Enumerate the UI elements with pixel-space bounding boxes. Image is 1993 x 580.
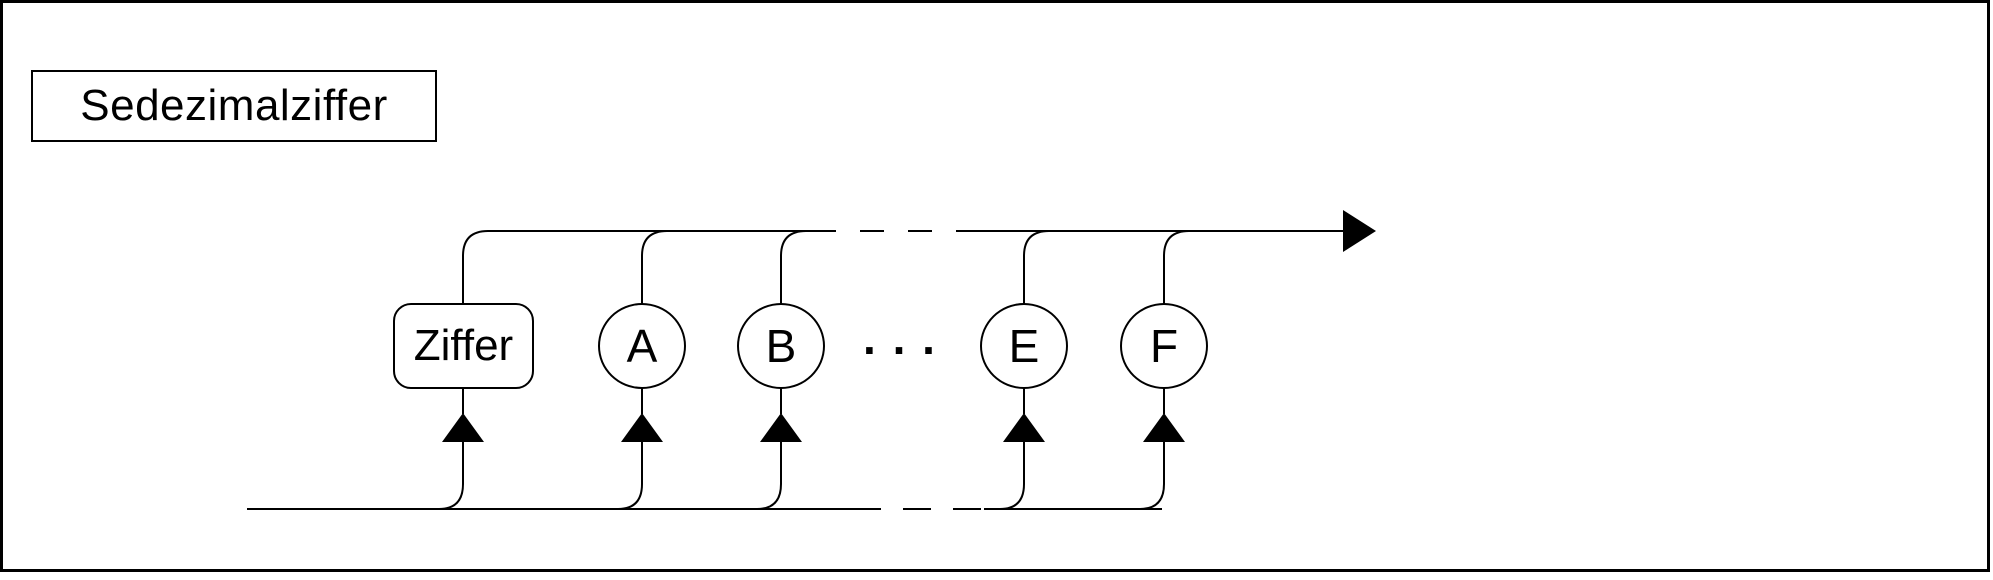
connector-up-f <box>1163 230 1190 304</box>
connector-up-ziffer <box>462 230 489 304</box>
connector-down-a <box>617 388 663 510</box>
node-nonterminal-ziffer: Ziffer <box>393 303 534 389</box>
connector-up-e <box>1023 230 1050 304</box>
node-label: F <box>1149 320 1179 372</box>
ellipsis: . . . <box>863 312 937 364</box>
page-title: Sedezimalziffer <box>80 81 388 130</box>
node-terminal-b: B <box>737 303 825 389</box>
connector-down-ziffer <box>438 388 484 510</box>
connector-down-b <box>756 388 802 510</box>
node-label: A <box>626 320 658 372</box>
up-arrow-icon-ziffer <box>442 413 484 442</box>
connector-down-e <box>999 388 1045 510</box>
connector-up-b <box>780 230 807 304</box>
exit-arrow-icon <box>1343 210 1376 252</box>
up-arrow-icon-b <box>760 413 802 442</box>
up-arrow-icon-f <box>1143 413 1185 442</box>
node-terminal-e: E <box>980 303 1068 389</box>
up-arrow-icon-a <box>621 413 663 442</box>
connector-down-f <box>1139 388 1185 510</box>
node-terminal-f: F <box>1120 303 1208 389</box>
title-box: Sedezimalziffer <box>31 70 437 142</box>
node-terminal-a: A <box>598 303 686 389</box>
node-label: Ziffer <box>413 321 514 370</box>
up-arrow-icon-e <box>1003 413 1045 442</box>
connector-up-a <box>641 230 668 304</box>
node-label: E <box>1008 320 1040 372</box>
node-label: B <box>765 320 797 372</box>
